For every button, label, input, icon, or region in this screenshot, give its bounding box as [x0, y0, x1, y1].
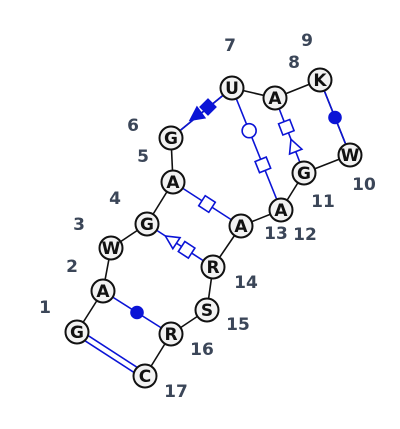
position-label-17: 17: [164, 382, 188, 402]
nucleotide-letter: C: [139, 367, 151, 387]
nucleotide-circle: [160, 169, 186, 195]
nucleotide-4: G: [134, 211, 160, 237]
nucleotide-letter: S: [201, 301, 213, 321]
nucleotide-circle: [262, 85, 288, 111]
position-label-8: 8: [288, 53, 300, 73]
pair-5-13-square-icon: [197, 194, 217, 214]
pair-6-7-triangle-icon: [188, 105, 207, 122]
nucleotide-circle: [98, 235, 124, 261]
nucleotide-circle: [64, 319, 90, 345]
nucleotide-circle: [219, 75, 245, 101]
pair-4-14-square-icon: [177, 240, 197, 260]
nucleotide-letter: A: [166, 173, 180, 193]
nucleotide-circle: [307, 67, 333, 93]
nucleotide-7: U: [219, 75, 245, 101]
pair-6-7-square-icon: [199, 98, 217, 116]
nucleotide-2: A: [90, 278, 116, 304]
pair-7-12-line: [231, 87, 282, 211]
position-label-13: 13: [264, 224, 288, 244]
nucleotide-circle: [134, 211, 160, 237]
nucleotide-14: R: [200, 254, 226, 280]
nucleotide-letter: G: [70, 323, 84, 343]
nucleotide-letter: R: [206, 258, 219, 278]
pair-7-12-square-icon: [254, 156, 272, 174]
nucleotide-circle: [194, 297, 220, 323]
nucleotide-letter: A: [268, 89, 282, 109]
pair-8-11-triangle-icon: [288, 137, 304, 156]
position-label-16: 16: [190, 340, 214, 360]
position-label-15: 15: [226, 315, 250, 335]
position-label-10: 10: [352, 175, 376, 195]
pair-8-11-line: [274, 97, 305, 174]
nucleotide-16: R: [158, 321, 184, 347]
pair-4-14-line: [146, 223, 214, 268]
nucleotide-circle: [90, 278, 116, 304]
position-label-9: 9: [301, 31, 313, 51]
pair-4-14-triangle-icon: [163, 235, 182, 251]
nucleotide-letter: W: [341, 146, 360, 166]
position-label-11: 11: [311, 192, 335, 212]
position-label-1: 1: [39, 298, 51, 318]
nucleotide-letter: R: [164, 325, 177, 345]
pair-2-16-circle-icon: [130, 305, 144, 320]
nucleotide-circle: [132, 363, 158, 389]
nucleotide-13: A: [228, 213, 254, 239]
nucleotide-letter: W: [102, 239, 121, 259]
nucleotide-circle: [337, 142, 363, 168]
pair-9-10-circle-icon: [328, 110, 342, 125]
nucleotide-letter: K: [313, 71, 327, 91]
pair-1-17-line-b: [78, 328, 148, 375]
pair-1-17-line-a: [74, 333, 144, 380]
position-label-5: 5: [137, 147, 149, 167]
nucleotide-8: A: [262, 85, 288, 111]
nucleotide-letter: A: [234, 217, 248, 237]
position-label-3: 3: [73, 215, 85, 235]
nucleotide-letter: G: [140, 215, 154, 235]
nucleotide-15: S: [194, 297, 220, 323]
pair-7-12-circle-icon: [241, 122, 257, 139]
nucleotide-3: W: [98, 235, 124, 261]
nucleotide-9: K: [307, 67, 333, 93]
nucleotide-circle: [291, 160, 317, 186]
position-label-14: 14: [234, 273, 258, 293]
nucleotide-circle: [268, 197, 294, 223]
position-label-12: 12: [293, 225, 317, 245]
nucleotide-circle: [158, 321, 184, 347]
nucleotide-11: G: [291, 160, 317, 186]
nucleotide-letter: A: [274, 201, 288, 221]
nucleotide-letter: U: [225, 79, 239, 99]
position-label-4: 4: [109, 189, 121, 209]
nucleotide-6: G: [158, 125, 184, 151]
position-label-6: 6: [127, 116, 139, 136]
position-label-7: 7: [224, 36, 236, 56]
nucleotide-letter: G: [164, 129, 178, 149]
nucleotide-10: W: [337, 142, 363, 168]
nucleotide-letter: A: [96, 282, 110, 302]
nucleotide-1: G: [64, 319, 90, 345]
nucleotide-circle: [228, 213, 254, 239]
nucleotide-12: A: [268, 197, 294, 223]
pair-8-11-square-icon: [277, 118, 296, 137]
nucleotide-5: A: [160, 169, 186, 195]
base-pair-layer: [74, 79, 351, 380]
nucleotide-circle: [158, 125, 184, 151]
nucleotide-letter: G: [297, 164, 311, 184]
nucleotide-circle: [200, 254, 226, 280]
position-label-2: 2: [66, 257, 78, 277]
nucleotide-17: C: [132, 363, 158, 389]
